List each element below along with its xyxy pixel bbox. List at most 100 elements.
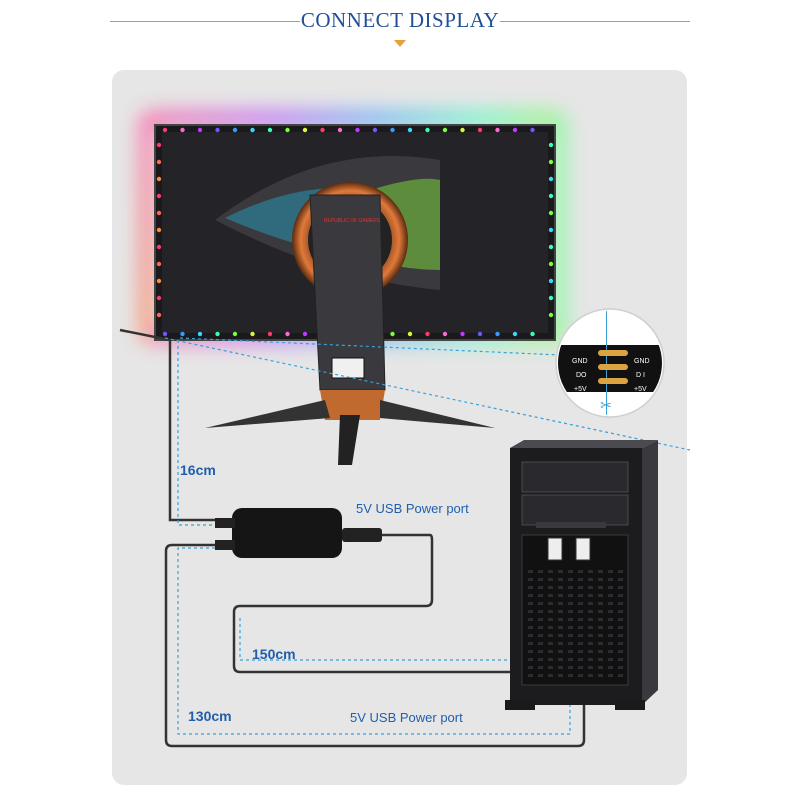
vent-hole bbox=[588, 602, 593, 605]
led-dot bbox=[442, 127, 448, 133]
vent-hole bbox=[528, 578, 533, 581]
led-dot bbox=[302, 127, 308, 133]
led-dot bbox=[250, 127, 255, 133]
monitor-stand bbox=[205, 194, 495, 465]
vent-hole bbox=[598, 602, 603, 605]
pin-right-3: +5V bbox=[634, 386, 647, 393]
vent-hole bbox=[608, 578, 613, 581]
vent-hole bbox=[618, 578, 623, 581]
vent-hole bbox=[578, 666, 583, 669]
vent-hole bbox=[548, 642, 553, 645]
led-dot bbox=[477, 331, 483, 337]
vent-hole bbox=[588, 570, 593, 573]
vent-hole bbox=[568, 634, 573, 637]
vent-hole bbox=[528, 626, 533, 629]
vent-hole bbox=[548, 610, 553, 613]
led-dot bbox=[548, 295, 554, 301]
vent-hole bbox=[548, 586, 553, 589]
vent-hole bbox=[608, 666, 613, 669]
vent-hole bbox=[558, 570, 563, 573]
vent-hole bbox=[588, 578, 593, 581]
led-dot bbox=[477, 127, 483, 133]
vent-hole bbox=[608, 610, 613, 613]
vent-hole bbox=[538, 594, 543, 597]
vent-hole bbox=[598, 570, 603, 573]
vent-hole bbox=[598, 610, 603, 613]
led-dot bbox=[267, 331, 273, 337]
vent-hole bbox=[568, 594, 573, 597]
vent-hole bbox=[608, 634, 613, 637]
led-dot bbox=[460, 127, 465, 133]
vent-hole bbox=[528, 586, 533, 589]
vent-hole bbox=[598, 578, 603, 581]
pin-left-3: +5V bbox=[574, 386, 587, 393]
vent-hole bbox=[538, 610, 543, 613]
vent-hole bbox=[608, 618, 613, 621]
led-dot bbox=[407, 127, 413, 133]
vent-hole bbox=[608, 570, 613, 573]
vent-hole bbox=[588, 642, 593, 645]
vent-hole bbox=[578, 658, 583, 661]
led-dot bbox=[460, 331, 465, 337]
vent-hole bbox=[538, 634, 543, 637]
led-dot bbox=[285, 127, 290, 133]
vent-hole bbox=[608, 594, 613, 597]
led-dot bbox=[250, 331, 255, 337]
vent-hole bbox=[618, 602, 623, 605]
vent-hole bbox=[548, 634, 553, 637]
vent-hole bbox=[558, 634, 563, 637]
vent-hole bbox=[528, 602, 533, 605]
vent-hole bbox=[588, 666, 593, 669]
vent-hole bbox=[568, 658, 573, 661]
vent-hole bbox=[528, 674, 533, 677]
led-dot bbox=[156, 278, 162, 284]
pin-left-2: DO bbox=[576, 372, 587, 379]
vent-hole bbox=[548, 674, 553, 677]
vent-hole bbox=[578, 594, 583, 597]
vent-hole bbox=[568, 570, 573, 573]
cable-length-16cm: 16cm bbox=[180, 462, 216, 478]
vent-hole bbox=[578, 578, 583, 581]
vent-hole bbox=[568, 610, 573, 613]
pin-right-1: GND bbox=[634, 358, 650, 365]
vent-hole bbox=[568, 586, 573, 589]
vent-hole bbox=[598, 650, 603, 653]
led-dot bbox=[215, 127, 220, 133]
led-dot bbox=[512, 127, 518, 133]
led-dot bbox=[197, 127, 203, 133]
vent-hole bbox=[538, 602, 543, 605]
vent-hole bbox=[588, 618, 593, 621]
led-dot bbox=[162, 127, 168, 133]
vent-hole bbox=[538, 586, 543, 589]
vent-hole bbox=[548, 618, 553, 621]
vent-hole bbox=[558, 626, 563, 629]
led-dot bbox=[548, 312, 554, 318]
vent-hole bbox=[588, 650, 593, 653]
led-dot bbox=[197, 331, 203, 337]
led-dot bbox=[232, 331, 238, 337]
vent-hole bbox=[618, 658, 623, 661]
led-dot bbox=[156, 210, 162, 216]
vent-hole bbox=[598, 666, 603, 669]
vent-hole bbox=[558, 642, 563, 645]
led-dot bbox=[180, 331, 185, 337]
vent-hole bbox=[578, 602, 583, 605]
vent-hole bbox=[568, 642, 573, 645]
vent-hole bbox=[528, 642, 533, 645]
led-dot bbox=[302, 331, 308, 337]
vent-hole bbox=[618, 650, 623, 653]
vent-hole bbox=[528, 618, 533, 621]
vent-hole bbox=[568, 674, 573, 677]
vent-hole bbox=[528, 594, 533, 597]
vent-hole bbox=[578, 586, 583, 589]
vent-hole bbox=[558, 578, 563, 581]
led-dot bbox=[548, 159, 554, 165]
led-dot bbox=[548, 210, 554, 216]
usb-port-label-top: 5V USB Power port bbox=[356, 501, 469, 516]
vent-hole bbox=[578, 642, 583, 645]
led-dot bbox=[156, 312, 162, 318]
vent-hole bbox=[588, 626, 593, 629]
vent-hole bbox=[578, 674, 583, 677]
vent-hole bbox=[618, 594, 623, 597]
monitor-logo-text: REPUBLIC OF GAMERS bbox=[324, 218, 381, 224]
